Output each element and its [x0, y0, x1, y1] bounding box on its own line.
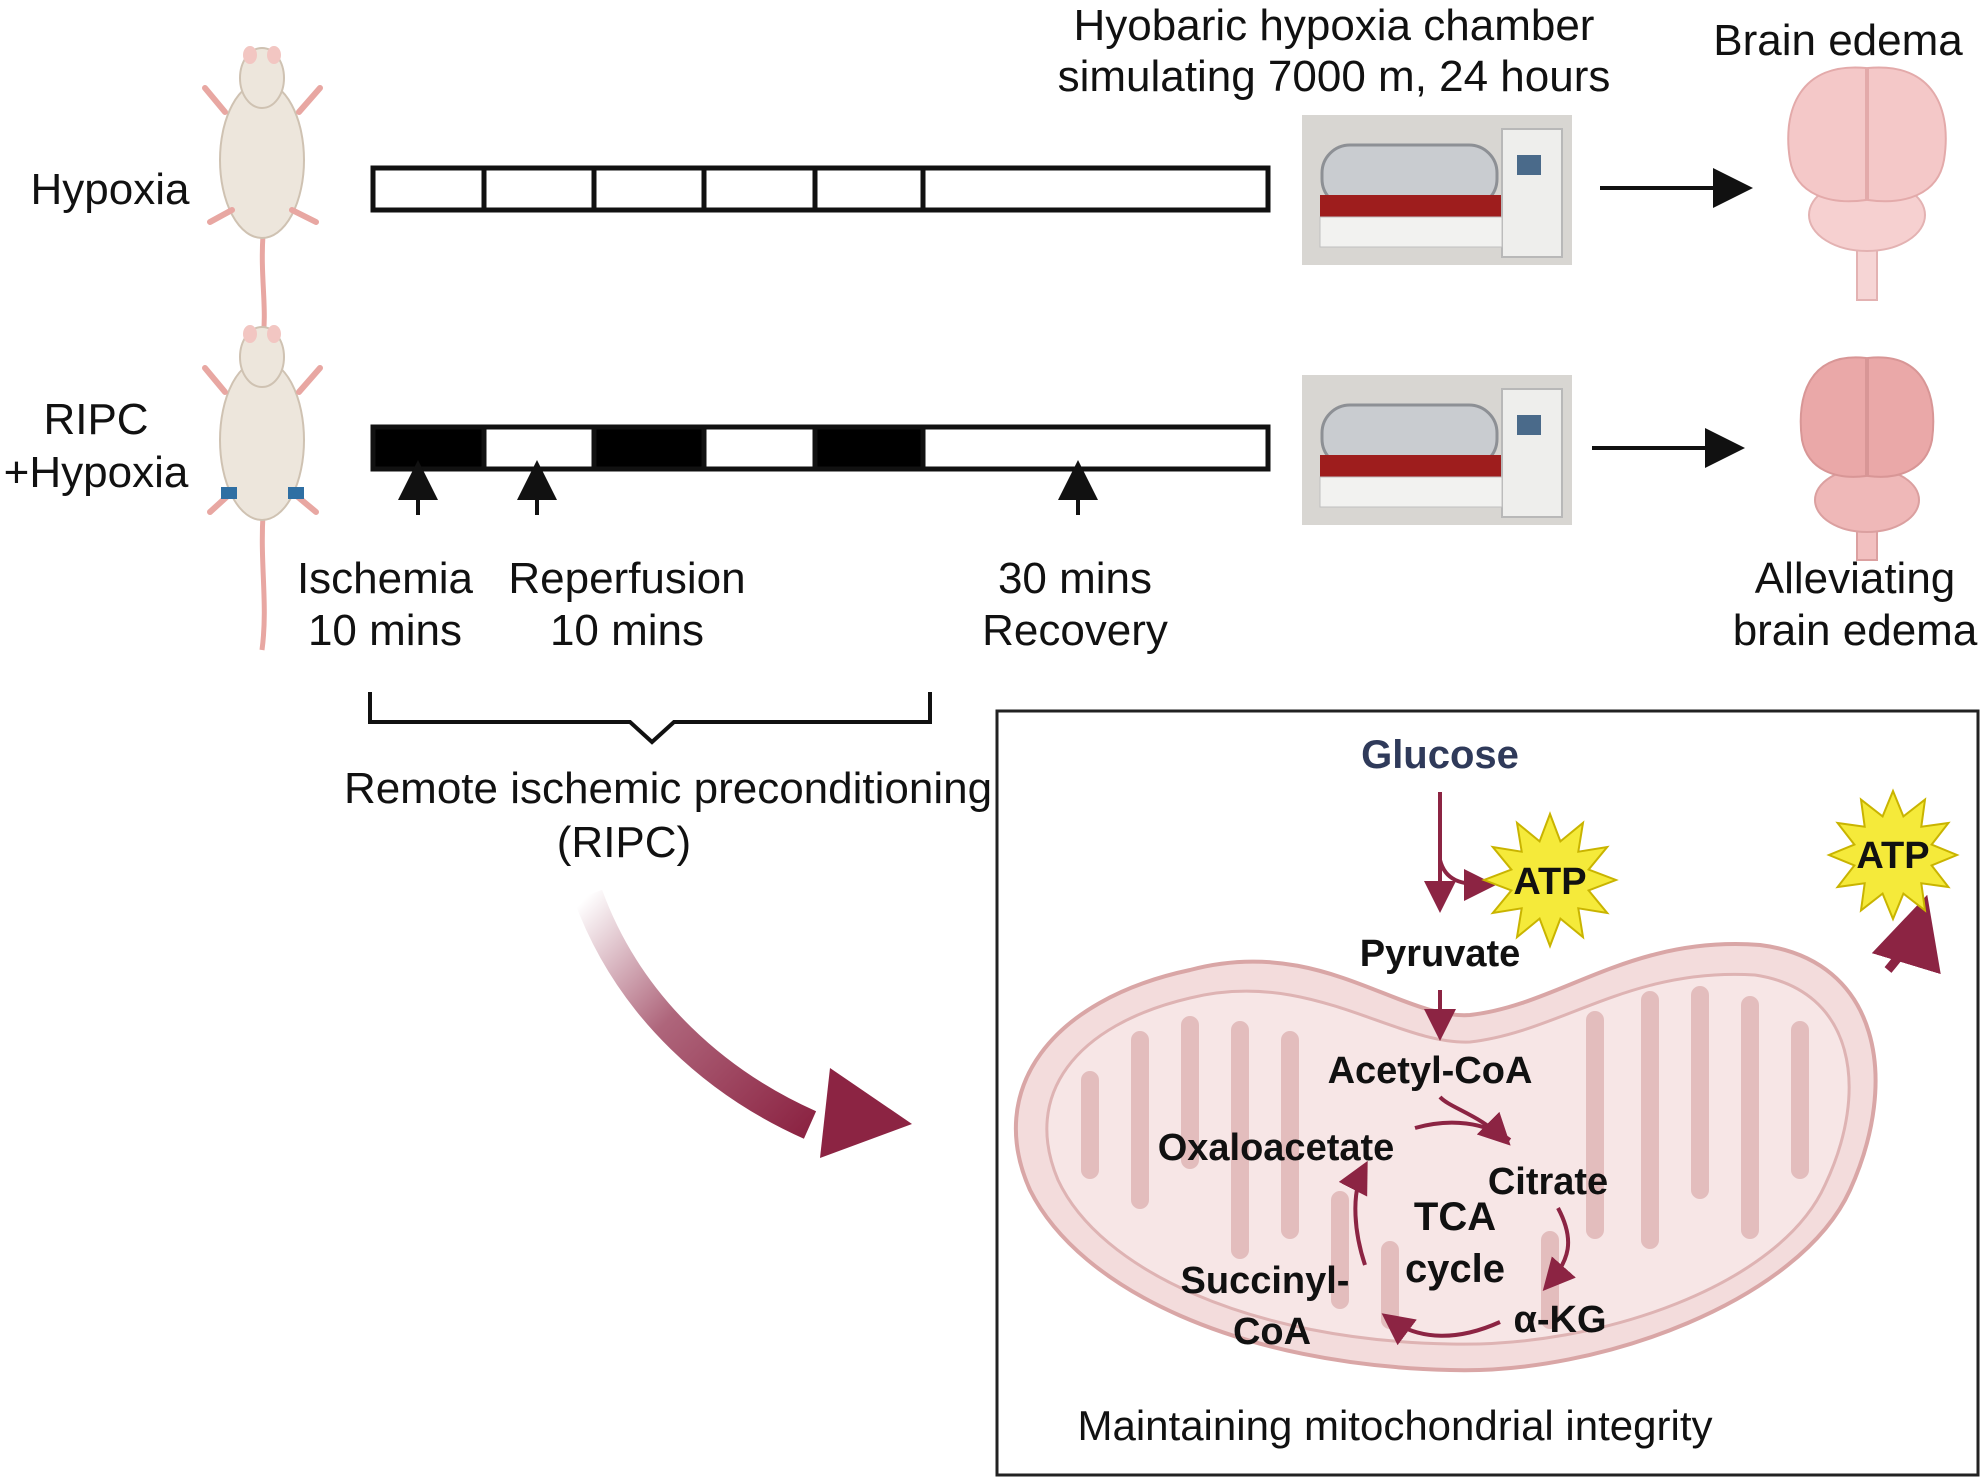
timeline-segment-recovery — [920, 424, 1271, 472]
chamber-bed — [1320, 195, 1502, 217]
rat-icon-hypoxia — [202, 46, 323, 346]
atp-export-arrow — [1871, 894, 1941, 975]
outcome-label-bottom-line1: Alleviating — [1755, 554, 1956, 603]
citrate-label: Citrate — [1488, 1161, 1608, 1203]
akg-to-succinyl-arrow — [1381, 1313, 1501, 1346]
akg-label: α-KG — [1513, 1299, 1606, 1341]
succinylcoa-label-line2: CoA — [1233, 1311, 1311, 1353]
big-curved-arrow — [573, 889, 817, 1139]
reperfusion-label-line2: 10 mins — [550, 606, 704, 655]
chamber-title-line1: Hyobaric hypoxia chamber — [1074, 1, 1595, 50]
row-label-ripc-line2: +Hypoxia — [4, 448, 189, 497]
big-curved-arrow-head — [820, 1068, 912, 1158]
timeline-segment-reperfusion — [701, 165, 818, 213]
succinylcoa-label-line1: Succinyl- — [1181, 1260, 1350, 1302]
mitochondrion-icon — [1013, 942, 1878, 1373]
atp-label-export: ATP — [1856, 835, 1929, 877]
timeline-bar-hypoxia — [370, 165, 1271, 213]
timeline-segment-ischemia — [812, 424, 926, 472]
reperfusion-label-line1: Reperfusion — [508, 554, 745, 603]
pyruvate-label: Pyruvate — [1360, 933, 1521, 975]
oaa-to-citrate-arc — [1414, 1120, 1512, 1142]
brain-icon-alleviated — [1799, 356, 1935, 561]
timeline-segment-ischemia — [591, 424, 707, 472]
timeline-segment-reperfusion — [481, 165, 597, 213]
acetylcoa-label: Acetyl-CoA — [1328, 1050, 1533, 1092]
ischemia-label-line2: 10 mins — [308, 606, 462, 655]
recovery-label-line2: Recovery — [982, 606, 1168, 655]
rat-icon-ripc — [202, 325, 323, 651]
hypoxia-chamber-photo-bottom — [1302, 375, 1572, 525]
ischemia-label-line1: Ischemia — [297, 554, 474, 603]
ripc-label-line1: Remote ischemic preconditioning — [344, 764, 992, 813]
outcome-label-bottom-line2: brain edema — [1733, 606, 1978, 655]
atp-label-glycolysis: ATP — [1513, 861, 1586, 903]
chamber-base — [1319, 476, 1503, 508]
brain-icon-edema — [1787, 66, 1947, 301]
timeline-segment-ischemia — [370, 165, 487, 213]
timeline-segment-ischemia — [812, 165, 926, 213]
tca-label-line1: TCA — [1414, 1195, 1496, 1239]
tca-label-line2: cycle — [1405, 1247, 1505, 1291]
chamber-bed — [1320, 455, 1502, 477]
chamber-control-unit — [1501, 128, 1563, 258]
cuff-right — [288, 487, 304, 499]
ripc-bracket — [368, 692, 932, 745]
hypoxia-chamber-photo-top — [1302, 115, 1572, 265]
chamber-control-unit — [1501, 388, 1563, 518]
atp-burst-export — [1826, 788, 1960, 922]
timeline-segment-reperfusion — [701, 424, 818, 472]
timeline-segment-recovery — [920, 165, 1271, 213]
oxaloacetate-label: Oxaloacetate — [1158, 1127, 1395, 1169]
outcome-label-top: Brain edema — [1713, 16, 1963, 65]
glucose-label: Glucose — [1361, 733, 1519, 777]
glycolysis-atp-arrow — [1438, 859, 1496, 901]
metabolism-caption: Maintaining mitochondrial integrity — [1078, 1402, 1713, 1449]
chamber-base — [1319, 216, 1503, 248]
row-label-ripc-line1: RIPC — [43, 395, 148, 444]
timeline-segment-ischemia — [591, 165, 707, 213]
timeline-segment-reperfusion — [481, 424, 597, 472]
row-label-hypoxia: Hypoxia — [31, 165, 190, 214]
timeline-bar-ripc — [370, 424, 1271, 472]
chamber-screen — [1517, 415, 1541, 435]
recovery-label-line1: 30 mins — [998, 554, 1152, 603]
chamber-title-line2: simulating 7000 m, 24 hours — [1058, 52, 1611, 101]
ripc-label-line2: (RIPC) — [557, 818, 691, 867]
chamber-screen — [1517, 155, 1541, 175]
cuff-left — [221, 487, 237, 499]
citrate-to-akg-arrow — [1542, 1207, 1576, 1292]
succinyl-to-oaa-arrow — [1338, 1160, 1368, 1266]
timeline-segment-ischemia — [370, 424, 487, 472]
atp-burst-glycolysis — [1481, 811, 1619, 949]
